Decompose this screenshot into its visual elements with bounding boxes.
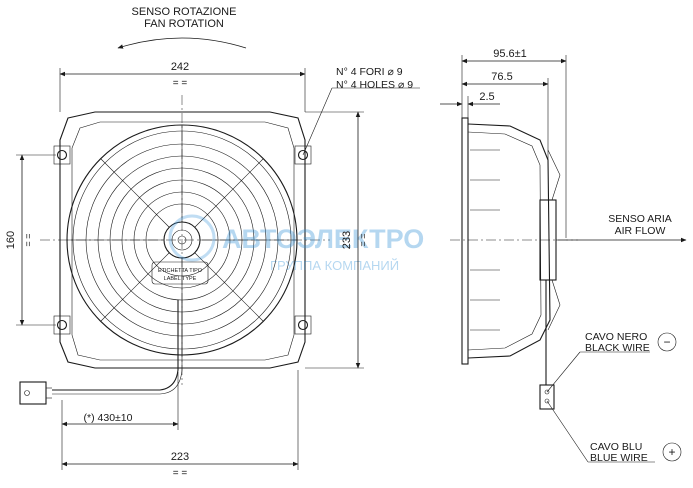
- airflow-label-en: AIR FLOW: [615, 225, 666, 237]
- rotation-label-en: FAN ROTATION: [144, 18, 224, 30]
- width-bottom-value: 223: [171, 451, 189, 463]
- rotation-label-it: SENSO ROTAZIONE: [132, 6, 237, 18]
- minus-sign: [657, 332, 677, 352]
- depth-body-value: 76.5: [491, 71, 512, 83]
- blue-wire-label-it: CAVO BLU: [590, 441, 642, 453]
- plus-sign: [662, 442, 682, 462]
- black-wire-label-it: CAVO NERO: [585, 331, 647, 343]
- cable-length-value: (*) 430±10: [84, 412, 133, 424]
- height-right-eq: = =: [358, 233, 368, 246]
- black-wire-label-en: BLACK WIRE: [585, 342, 650, 354]
- height-left-eq: = =: [23, 233, 33, 246]
- label-type-it: ETICHETTA TIPO: [158, 268, 203, 274]
- holes-label-it: N° 4 FORI ⌀ 9: [336, 66, 403, 78]
- cable: [52, 300, 179, 391]
- side-shroud: [467, 123, 551, 359]
- mounting-holes: [53, 145, 312, 335]
- width-top-value: 242: [171, 61, 189, 73]
- rotation-arrow: [117, 37, 247, 49]
- plus-symbol: +: [668, 445, 675, 459]
- blue-wire-label-en: BLUE WIRE: [590, 452, 648, 464]
- side-flange: [461, 117, 469, 365]
- depth-total-value: 95.6±1: [493, 48, 527, 60]
- connector: [19, 381, 47, 405]
- watermark-subtitle: ГРУППА КОМПАНИЙ: [270, 258, 399, 273]
- holes-label-en: N° 4 HOLES ⌀ 9: [336, 79, 413, 91]
- label-type-en: LABEL TYPE: [164, 276, 197, 282]
- width-bottom-eq: = =: [173, 468, 188, 479]
- shroud-inner-outline: [71, 121, 295, 361]
- side-connector: [539, 384, 555, 410]
- width-top-eq: = =: [173, 78, 188, 89]
- watermark: АВТОЭЛЕКТРО ГРУППА КОМПАНИЙ: [168, 214, 424, 273]
- minus-symbol: −: [663, 335, 670, 349]
- flange-value: 2.5: [479, 91, 494, 103]
- side-view: 95.6±1 76.5 2.5 SENSO ARIA AIR FLOW CAVO…: [440, 48, 687, 464]
- height-right-value: 233: [341, 231, 353, 249]
- side-fins: [470, 149, 500, 331]
- airflow-label-it: SENSO ARIA: [608, 213, 672, 225]
- watermark-name: АВТОЭЛЕКТРО: [222, 224, 424, 254]
- front-view: ETICHETTA TIPO LABEL TYPE АВТОЭЛЕКТРО ГР…: [5, 6, 424, 479]
- height-left-value: 160: [5, 231, 17, 249]
- fan-shroud-outline: [59, 111, 306, 369]
- label-sticker: ETICHETTA TIPO LABEL TYPE: [151, 261, 209, 285]
